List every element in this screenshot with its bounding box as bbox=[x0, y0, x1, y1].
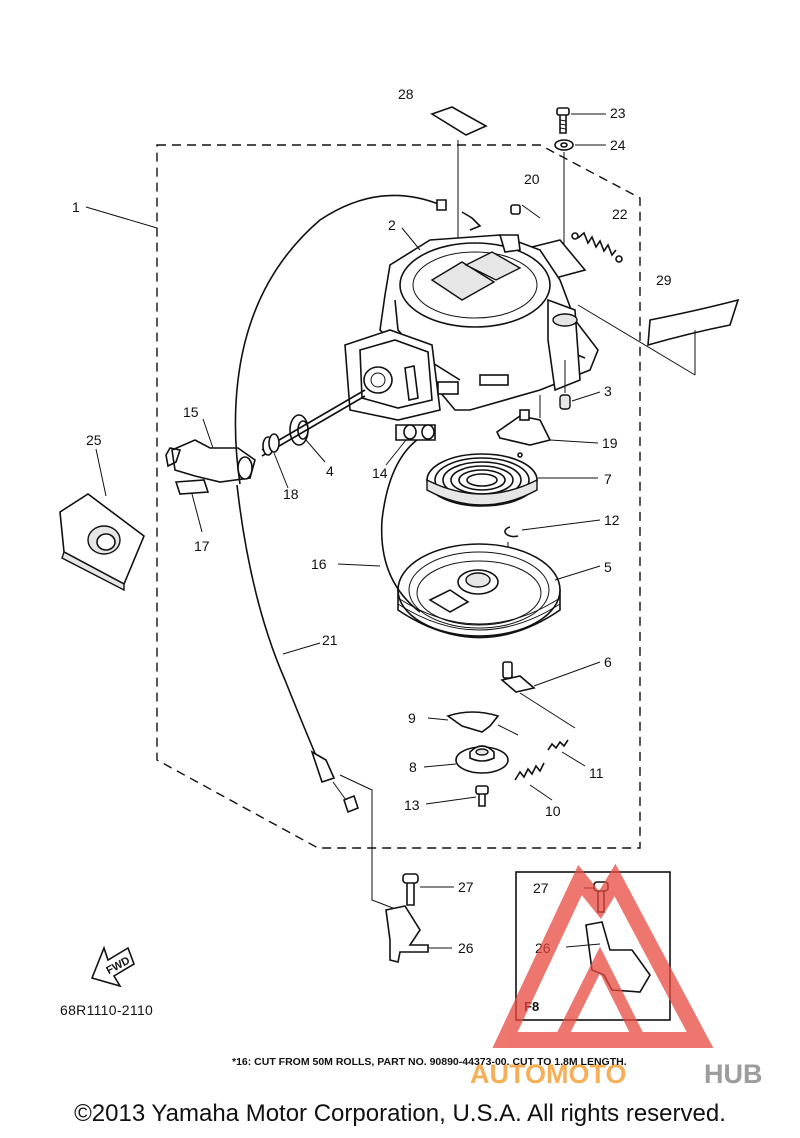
fwd-arrow-icon: FWD bbox=[90, 945, 135, 988]
part-21-cable bbox=[234, 194, 482, 814]
label-28: 28 bbox=[398, 86, 414, 102]
part-25-pad bbox=[59, 448, 145, 592]
label-21: 21 bbox=[322, 632, 338, 648]
label-2: 2 bbox=[388, 217, 396, 233]
part-22-spring bbox=[571, 231, 623, 263]
part-7-spiral-spring bbox=[426, 452, 598, 507]
label-23: 23 bbox=[610, 105, 626, 121]
label-8: 8 bbox=[409, 759, 417, 775]
part-11-spring bbox=[547, 739, 586, 767]
label-24: 24 bbox=[610, 137, 626, 153]
footnote: *16: CUT FROM 50M ROLLS, PART NO. 90890-… bbox=[232, 1056, 627, 1068]
label-13: 13 bbox=[404, 797, 420, 813]
part-number-labels: 1 2 3 4 5 6 7 8 9 10 11 12 13 14 15 16 1… bbox=[72, 86, 672, 1014]
part-3-pin bbox=[559, 360, 601, 410]
label-9: 9 bbox=[408, 710, 416, 726]
label-7: 7 bbox=[604, 471, 612, 487]
part-10-spring bbox=[514, 762, 553, 801]
label-19: 19 bbox=[602, 435, 618, 451]
leader-1 bbox=[85, 206, 158, 229]
label-3: 3 bbox=[604, 383, 612, 399]
part-19-lever bbox=[495, 395, 599, 446]
label-4: 4 bbox=[326, 463, 334, 479]
copyright-notice: ©2013 Yamaha Motor Corporation, U.S.A. A… bbox=[74, 1100, 726, 1127]
label-12: 12 bbox=[604, 512, 620, 528]
label-10: 10 bbox=[545, 803, 561, 819]
assembly-boundary bbox=[156, 144, 641, 849]
label-26: 26 bbox=[458, 940, 474, 956]
label-29: 29 bbox=[656, 272, 672, 288]
part-14-rope-guide bbox=[385, 424, 436, 466]
part-2-starter-housing bbox=[344, 234, 599, 421]
part-8-cup bbox=[423, 745, 509, 774]
automotohub-watermark bbox=[492, 863, 714, 1048]
watermark-brand-right: HUB bbox=[704, 1059, 763, 1089]
part-13-screw bbox=[425, 785, 489, 807]
label-27: 27 bbox=[458, 879, 474, 895]
part-18-joint bbox=[262, 433, 289, 489]
diagram-part-code: 68R1110-2110 bbox=[60, 1002, 154, 1018]
part-27-bolt bbox=[402, 873, 454, 906]
part-17-clip bbox=[174, 479, 210, 533]
label-18: 18 bbox=[283, 486, 299, 502]
part-5-pulley bbox=[397, 543, 601, 639]
label-1: 1 bbox=[72, 199, 80, 215]
part-16-starter-rope bbox=[337, 431, 431, 613]
leader-2 bbox=[401, 227, 421, 251]
label-6: 6 bbox=[604, 654, 612, 670]
inset-label-27: 27 bbox=[533, 880, 549, 896]
part-6-pawl bbox=[500, 661, 601, 729]
label-14: 14 bbox=[372, 465, 388, 481]
label-5: 5 bbox=[604, 559, 612, 575]
watermark-brand-left: AUTOMOTO bbox=[470, 1059, 627, 1089]
label-16: 16 bbox=[311, 556, 327, 572]
part-29-decal bbox=[577, 298, 740, 376]
part-26-bracket bbox=[339, 774, 452, 963]
label-11: 11 bbox=[589, 765, 604, 781]
part-23-bolt bbox=[556, 107, 606, 134]
label-25: 25 bbox=[86, 432, 102, 448]
label-15: 15 bbox=[183, 404, 199, 420]
part-9-plate bbox=[427, 711, 519, 736]
label-20: 20 bbox=[524, 171, 540, 187]
label-22: 22 bbox=[612, 206, 628, 222]
part-15-handle bbox=[165, 418, 256, 483]
label-17: 17 bbox=[194, 538, 210, 554]
